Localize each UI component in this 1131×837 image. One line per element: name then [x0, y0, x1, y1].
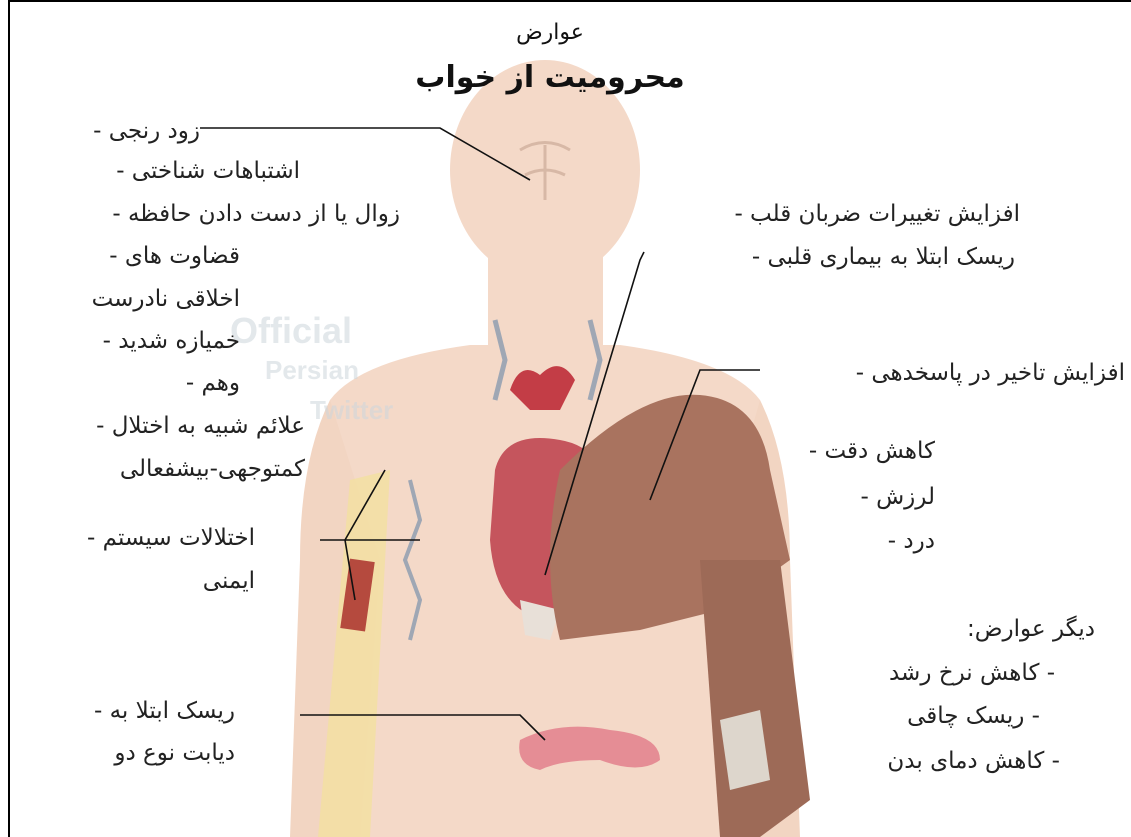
label-accuracy: کاهش دقت -	[775, 440, 935, 463]
label-memory-loss: زوال یا از دست دادن حافظه -	[20, 203, 400, 226]
label-irritability: زود رنجی -	[20, 120, 200, 143]
label-diabetes-2: دیابت نوع دو	[20, 742, 235, 765]
watermark-line3: Twitter	[310, 395, 393, 426]
label-immune-2: ایمنی	[20, 570, 255, 593]
label-response-delay: افزایش تاخیر در پاسخدهی -	[770, 362, 1125, 385]
label-yawning: خمیازه شدید -	[20, 330, 240, 353]
label-heart-disease: ریسک ابتلا به بیماری قلبی -	[640, 246, 1015, 269]
diagram-title: محرومیت از خواب	[380, 60, 720, 95]
other-effect-obesity: - ریسک چاقی	[805, 705, 1040, 728]
label-immune-1: اختلالات سیستم -	[20, 527, 255, 550]
label-cognitive-errors: اشتباهات شناختی -	[20, 160, 300, 183]
diagram-subtitle: عوارض	[470, 20, 630, 45]
label-moral-judgment-2: اخلاقی نادرست	[20, 288, 240, 311]
label-heart-rate: افزایش تغییرات ضربان قلب -	[650, 203, 1020, 226]
other-effect-growth: - کاهش نرخ رشد	[805, 662, 1055, 685]
watermark-line2: Persian	[265, 355, 359, 386]
label-moral-judgment-1: قضاوت های -	[20, 245, 240, 268]
label-pain: درد -	[775, 530, 935, 553]
label-adhd-2: کمتوجهی-بیشفعالی	[20, 458, 305, 481]
label-diabetes-1: ریسک ابتلا به -	[20, 700, 235, 723]
label-adhd-1: علائم شبیه به اختلال -	[20, 415, 305, 438]
other-effect-temperature: - کاهش دمای بدن	[805, 750, 1060, 773]
watermark-line1: Official	[230, 310, 352, 352]
other-effects-heading: دیگر عوارض:	[920, 618, 1095, 641]
label-tremor: لرزش -	[775, 486, 935, 509]
label-hallucination: وهم -	[20, 372, 240, 395]
